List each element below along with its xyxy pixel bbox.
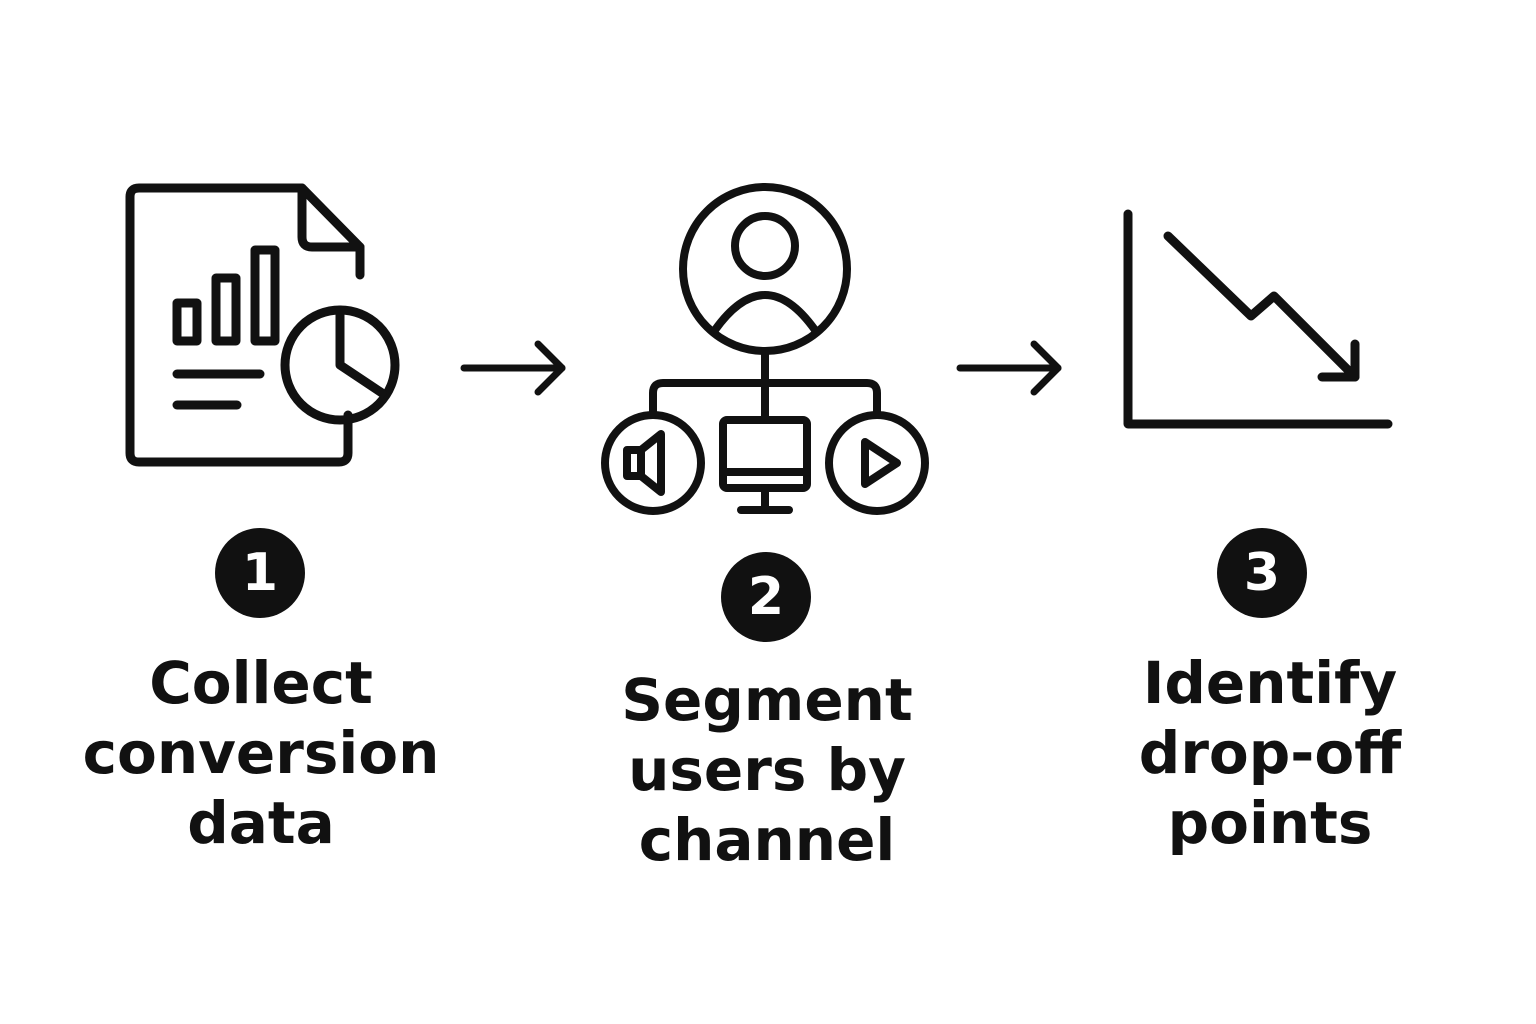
step-3-label-line: drop-off: [1138, 719, 1402, 787]
step-1-label-line: conversion: [82, 719, 440, 787]
step-1-label: Collect conversion data: [61, 648, 461, 858]
step-2-label-line: users by: [628, 736, 906, 804]
user-channels-icon: [595, 180, 935, 520]
decline-chart-icon: [1115, 200, 1405, 440]
step-2-label: Segment users by channel: [567, 665, 967, 875]
step-3-badge: 3: [1217, 528, 1307, 618]
step-3-label: Identify drop-off points: [1070, 648, 1470, 858]
step-1-label-line: data: [187, 789, 335, 857]
step-1-label-line: Collect: [149, 649, 373, 717]
step-3-label-line: Identify: [1142, 649, 1398, 717]
step-2-label-line: channel: [638, 806, 896, 874]
step-3-label-line: points: [1167, 789, 1373, 857]
step-2-badge: 2: [721, 552, 811, 642]
arrow-right-icon: [458, 338, 570, 398]
step-2-label-line: Segment: [621, 666, 913, 734]
arrow-right-icon: [954, 338, 1066, 398]
step-1-badge: 1: [215, 528, 305, 618]
report-chart-icon: [115, 175, 415, 475]
